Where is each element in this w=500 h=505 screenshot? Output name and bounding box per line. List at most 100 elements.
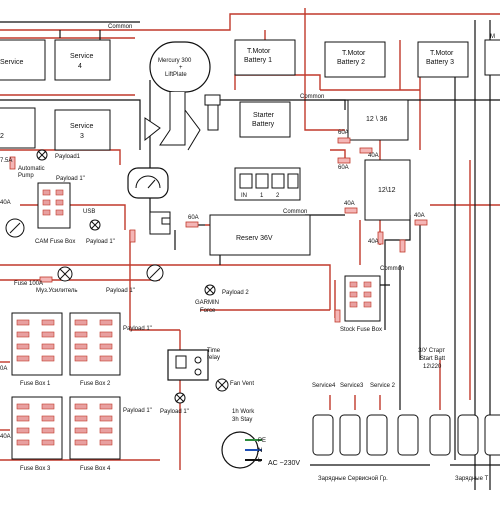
pump-lamp-icon	[36, 149, 48, 161]
fuse-box-2	[69, 312, 121, 376]
svg-text:Service3: Service3	[340, 383, 364, 389]
stock-fuse-box	[344, 275, 381, 322]
svg-text:Service 2: Service 2	[370, 383, 396, 389]
svg-text:Common: Common	[283, 209, 307, 215]
svg-text:M: M	[490, 34, 495, 40]
cam-fuse-box	[37, 182, 71, 229]
svg-text:7.5A: 7.5A	[0, 158, 12, 164]
svg-text:Payload 1": Payload 1"	[123, 326, 152, 332]
svg-text:1: 1	[260, 193, 264, 199]
service1-label: Service	[0, 59, 23, 66]
amplifier-lamp-icon	[57, 266, 73, 282]
svg-text:40A: 40A	[368, 153, 379, 159]
service-battery-2: 2	[0, 107, 36, 149]
reserv-36v-battery: Reserv 36V	[209, 214, 311, 256]
usb-lamp-icon	[89, 219, 101, 231]
svg-text:L: L	[258, 458, 262, 464]
svg-text:2: 2	[276, 193, 280, 199]
converter-12-36: 12 \ 36	[347, 99, 409, 141]
service-battery-1: Service	[0, 39, 46, 81]
svg-text:40A: 40A	[0, 200, 11, 206]
relay-small	[149, 211, 171, 235]
svg-text:40A: 40A	[414, 213, 425, 219]
gauge-icon	[127, 167, 169, 199]
ac-plug-icon	[221, 431, 262, 469]
common-top-label: Common	[108, 24, 132, 30]
svg-text:0A: 0A	[0, 366, 7, 372]
mercury-outboard: Mercury 300+LiftPlate	[144, 41, 221, 151]
svg-text:AC ~230V: AC ~230V	[268, 460, 300, 467]
svg-text:2: 2	[0, 133, 4, 140]
svg-text:Mercury 300+LiftPlate: Mercury 300+LiftPlate	[158, 58, 192, 78]
charger-row	[312, 414, 500, 456]
svg-text:USB: USB	[83, 209, 95, 215]
garmin-lamp-icon	[204, 284, 216, 296]
svg-text:40A: 40A	[368, 239, 379, 245]
svg-text:Reserv 36V: Reserv 36V	[236, 235, 273, 242]
payload-lamp-icon	[174, 392, 186, 404]
svg-text:60A: 60A	[188, 215, 199, 221]
fuse-box-4	[69, 396, 121, 460]
gauge-left-icon	[5, 218, 25, 238]
svg-text:Fuse Box 4: Fuse Box 4	[80, 466, 111, 472]
svg-text:Payload 2: Payload 2	[222, 290, 249, 296]
time-relay	[167, 349, 209, 381]
svg-text:Муз.Усилитель: Муз.Усилитель	[36, 288, 78, 294]
gauge-mid-icon	[146, 264, 164, 282]
svg-text:Service4: Service4	[312, 383, 336, 389]
svg-text:60A: 60A	[338, 165, 349, 171]
svg-text:Payload1: Payload1	[55, 154, 81, 160]
svg-text:Common: Common	[380, 266, 404, 272]
svg-text:N: N	[258, 448, 262, 454]
svg-text:Payload 1": Payload 1"	[160, 409, 189, 415]
svg-text:Payload 1": Payload 1"	[106, 288, 135, 294]
svg-text:CAM Fuse Box: CAM Fuse Box	[35, 239, 75, 245]
svg-text:Payload 1": Payload 1"	[86, 239, 115, 245]
fan-vent-icon	[215, 378, 229, 392]
svg-text:Start Batt: Start Batt	[420, 356, 445, 362]
converter-12-12: 12\12	[364, 159, 411, 221]
svg-text:Fuse 100A: Fuse 100A	[14, 281, 43, 287]
svg-text:З/У Старт: З/У Старт	[418, 348, 445, 354]
svg-text:IN: IN	[241, 193, 247, 199]
svg-text:Зарядные Сервисной Гр.: Зарядные Сервисной Гр.	[318, 475, 388, 482]
svg-text:Зарядные Т: Зарядные Т	[455, 476, 489, 482]
svg-text:12\12: 12\12	[378, 187, 396, 194]
svg-text:Fan Vent: Fan Vent	[230, 381, 254, 387]
svg-text:Fuse Box 3: Fuse Box 3	[20, 466, 51, 472]
svg-text:Fuse Box 1: Fuse Box 1	[20, 381, 51, 387]
svg-text:PE: PE	[258, 438, 266, 444]
common-mid-label: Common	[300, 94, 324, 100]
fuse-box-3	[11, 396, 63, 460]
battery-switch-panel: IN 1 2	[234, 167, 301, 201]
svg-text:60A: 60A	[338, 130, 349, 136]
svg-text:40A: 40A	[0, 434, 11, 440]
fuse-box-1	[11, 312, 63, 376]
svg-text:12\220: 12\220	[423, 364, 442, 370]
svg-text:40A: 40A	[344, 201, 355, 207]
svg-text:Stock Fuse Box: Stock Fuse Box	[340, 327, 382, 333]
svg-text:Payload 1": Payload 1"	[56, 176, 85, 182]
battery-partial	[484, 39, 500, 76]
svg-text:Fuse Box 2: Fuse Box 2	[80, 381, 111, 387]
svg-text:12 \ 36: 12 \ 36	[366, 116, 388, 123]
svg-text:Payload 1": Payload 1"	[123, 408, 152, 414]
